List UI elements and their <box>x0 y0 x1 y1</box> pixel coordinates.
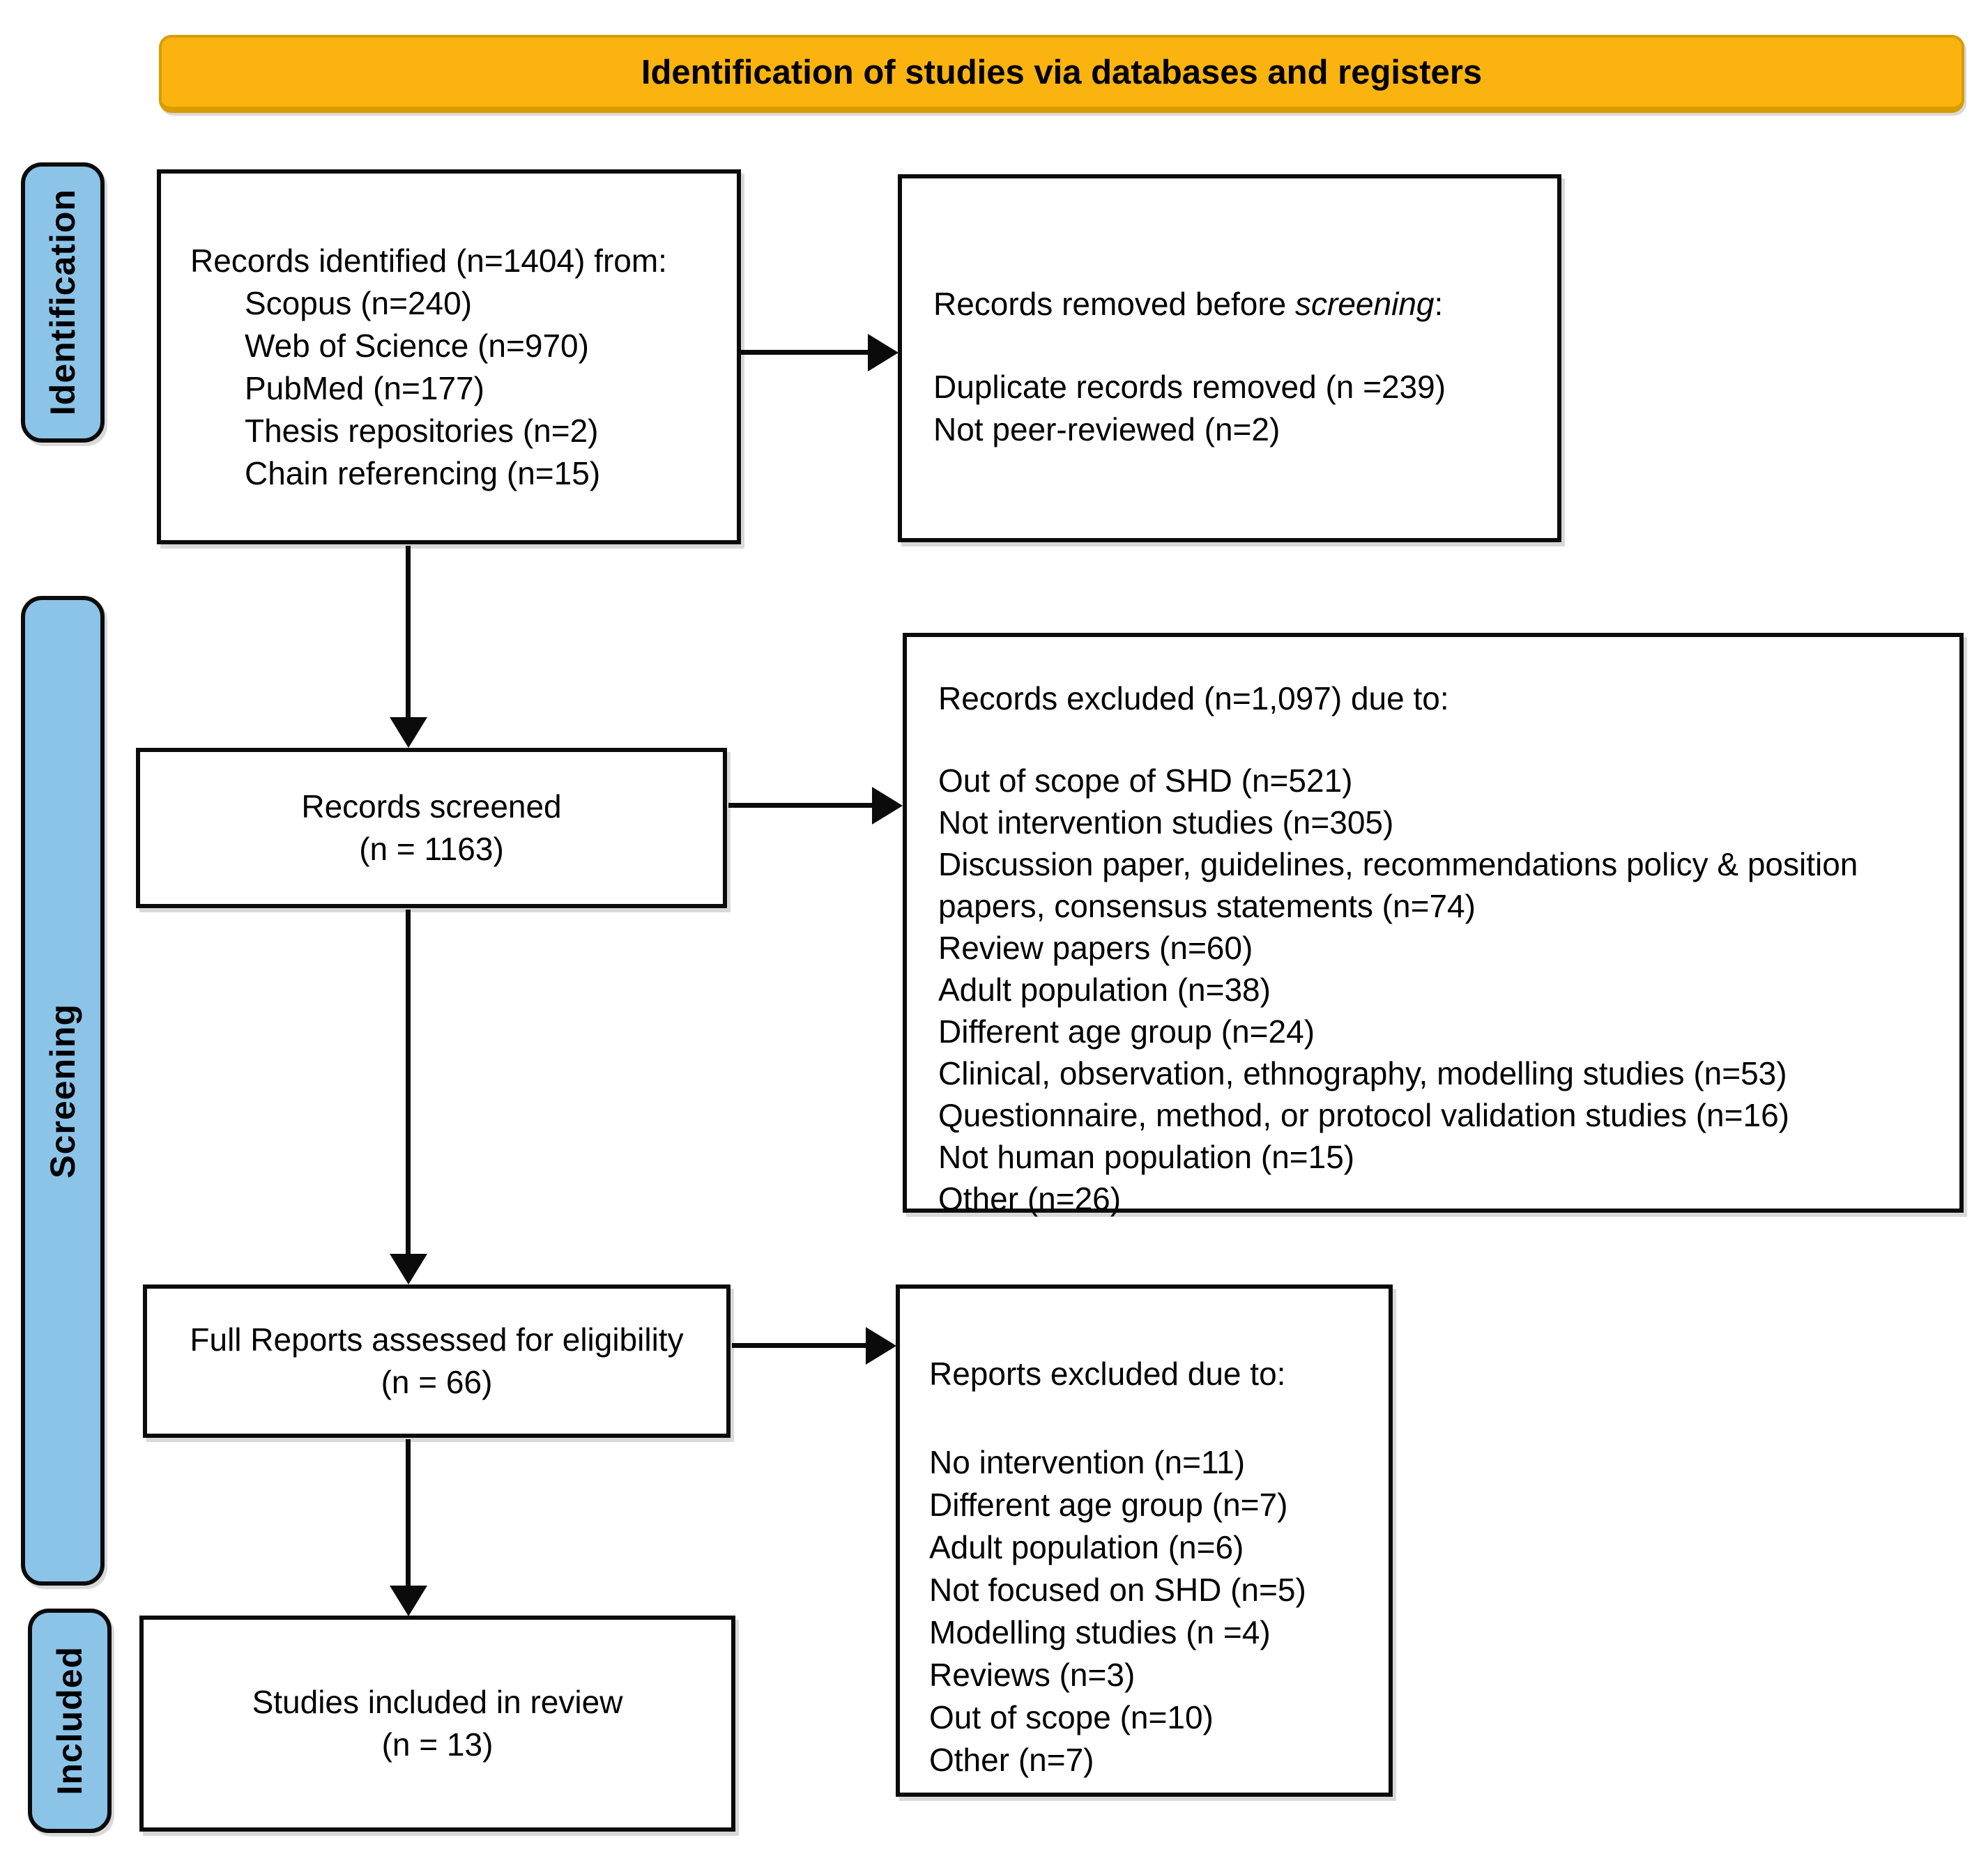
box-reports-excluded-list: No intervention (n=11) Different age grou… <box>929 1441 1370 1781</box>
list-item: Not focused on SHD (n=5) <box>929 1572 1306 1608</box>
box-records-screened: Records screened (n = 1163) <box>136 748 727 908</box>
list-item: Out of scope of SHD (n=521) <box>938 762 1353 799</box>
spacer <box>938 719 1928 760</box>
stage-label-included: Included <box>50 1646 89 1795</box>
box-records-removed-list: Duplicate records removed (n =239) Not pe… <box>933 366 1536 451</box>
box-records-removed-title: Records removed before screening: <box>933 283 1536 325</box>
list-item: Duplicate records removed (n =239) <box>933 369 1446 405</box>
box-records-screened-line1: Records screened <box>301 788 562 825</box>
stage-label-identification: Identification <box>43 189 82 416</box>
list-item: Different age group (n=7) <box>929 1487 1288 1523</box>
arrow-full-reports-to-included <box>406 1439 411 1586</box>
box-records-excluded-list: Out of scope of SHD (n=521) Not intervent… <box>938 760 1928 1220</box>
list-item: Not intervention studies (n=305) <box>938 804 1394 841</box>
spacer <box>929 1395 1370 1441</box>
box-full-reports-line1: Full Reports assessed for eligibility <box>190 1321 684 1358</box>
list-item: Not human population (n=15) <box>938 1139 1355 1175</box>
list-item: Out of scope (n=10) <box>929 1699 1214 1735</box>
box-records-removed: Records removed before screening: Duplic… <box>898 174 1561 542</box>
box-studies-included: Studies included in review (n = 13) <box>139 1616 735 1832</box>
box-full-reports-assessed: Full Reports assessed for eligibility (n… <box>143 1284 731 1438</box>
box-records-identified-title: Records identified (n=1404) from: <box>190 243 667 279</box>
list-item: No intervention (n=11) <box>929 1444 1246 1480</box>
box-records-excluded: Records excluded (n=1,097) due to: Out o… <box>903 633 1964 1217</box>
arrow-screened-to-records-excluded <box>728 803 872 808</box>
arrow-screened-to-full-reports <box>406 910 411 1254</box>
stage-bar-included: Included <box>28 1609 112 1833</box>
title-italic: screening <box>1295 286 1435 322</box>
list-item: Discussion paper, guidelines, recommenda… <box>938 846 1858 924</box>
box-records-identified: Records identified (n=1404) from: Scopus… <box>157 169 741 544</box>
list-item: Reviews (n=3) <box>929 1657 1136 1693</box>
list-item: Review papers (n=60) <box>938 930 1253 966</box>
diagram-title: Identification of studies via databases … <box>641 53 1483 91</box>
box-reports-excluded: Reports excluded due to: No intervention… <box>896 1284 1393 1797</box>
list-item: Web of Science (n=970) <box>245 328 589 364</box>
list-item: Scopus (n=240) <box>245 285 473 321</box>
box-full-reports-line2: (n = 66) <box>381 1364 493 1400</box>
box-records-screened-line2: (n = 1163) <box>359 831 504 867</box>
header-banner: Identification of studies via databases … <box>159 35 1964 113</box>
title-suffix: : <box>1434 286 1444 322</box>
list-item: Other (n=26) <box>938 1181 1122 1217</box>
arrow-full-reports-to-reports-excluded <box>732 1343 866 1348</box>
list-item: Clinical, observation, ethnography, mode… <box>938 1055 1787 1091</box>
list-item: Adult population (n=6) <box>929 1529 1244 1565</box>
list-item: Thesis repositories (n=2) <box>245 413 599 449</box>
list-item: Adult population (n=38) <box>938 972 1271 1008</box>
box-reports-excluded-title: Reports excluded due to: <box>929 1356 1286 1392</box>
list-item: Modelling studies (n =4) <box>929 1614 1271 1650</box>
box-records-excluded-title: Records excluded (n=1,097) due to: <box>938 680 1449 716</box>
box-studies-included-line1: Studies included in review <box>252 1684 623 1720</box>
arrow-identified-to-screened <box>406 546 411 717</box>
list-item: Other (n=7) <box>929 1742 1094 1778</box>
stage-label-screening: Screening <box>43 1003 82 1179</box>
list-item: Different age group (n=24) <box>938 1013 1315 1050</box>
spacer <box>933 325 1536 366</box>
stage-bar-identification: Identification <box>21 162 105 443</box>
title-prefix: Records removed before <box>933 286 1296 322</box>
list-item: Questionnaire, method, or protocol valid… <box>938 1097 1789 1133</box>
arrow-identified-to-removed <box>741 350 868 355</box>
list-item: Not peer-reviewed (n=2) <box>933 411 1280 447</box>
stage-bar-screening: Screening <box>21 596 105 1586</box>
box-records-identified-list: Scopus (n=240) Web of Science (n=970) PubM… <box>190 282 716 495</box>
list-item: PubMed (n=177) <box>245 370 484 406</box>
box-studies-included-line2: (n = 13) <box>381 1726 494 1763</box>
list-item: Chain referencing (n=15) <box>245 455 601 491</box>
